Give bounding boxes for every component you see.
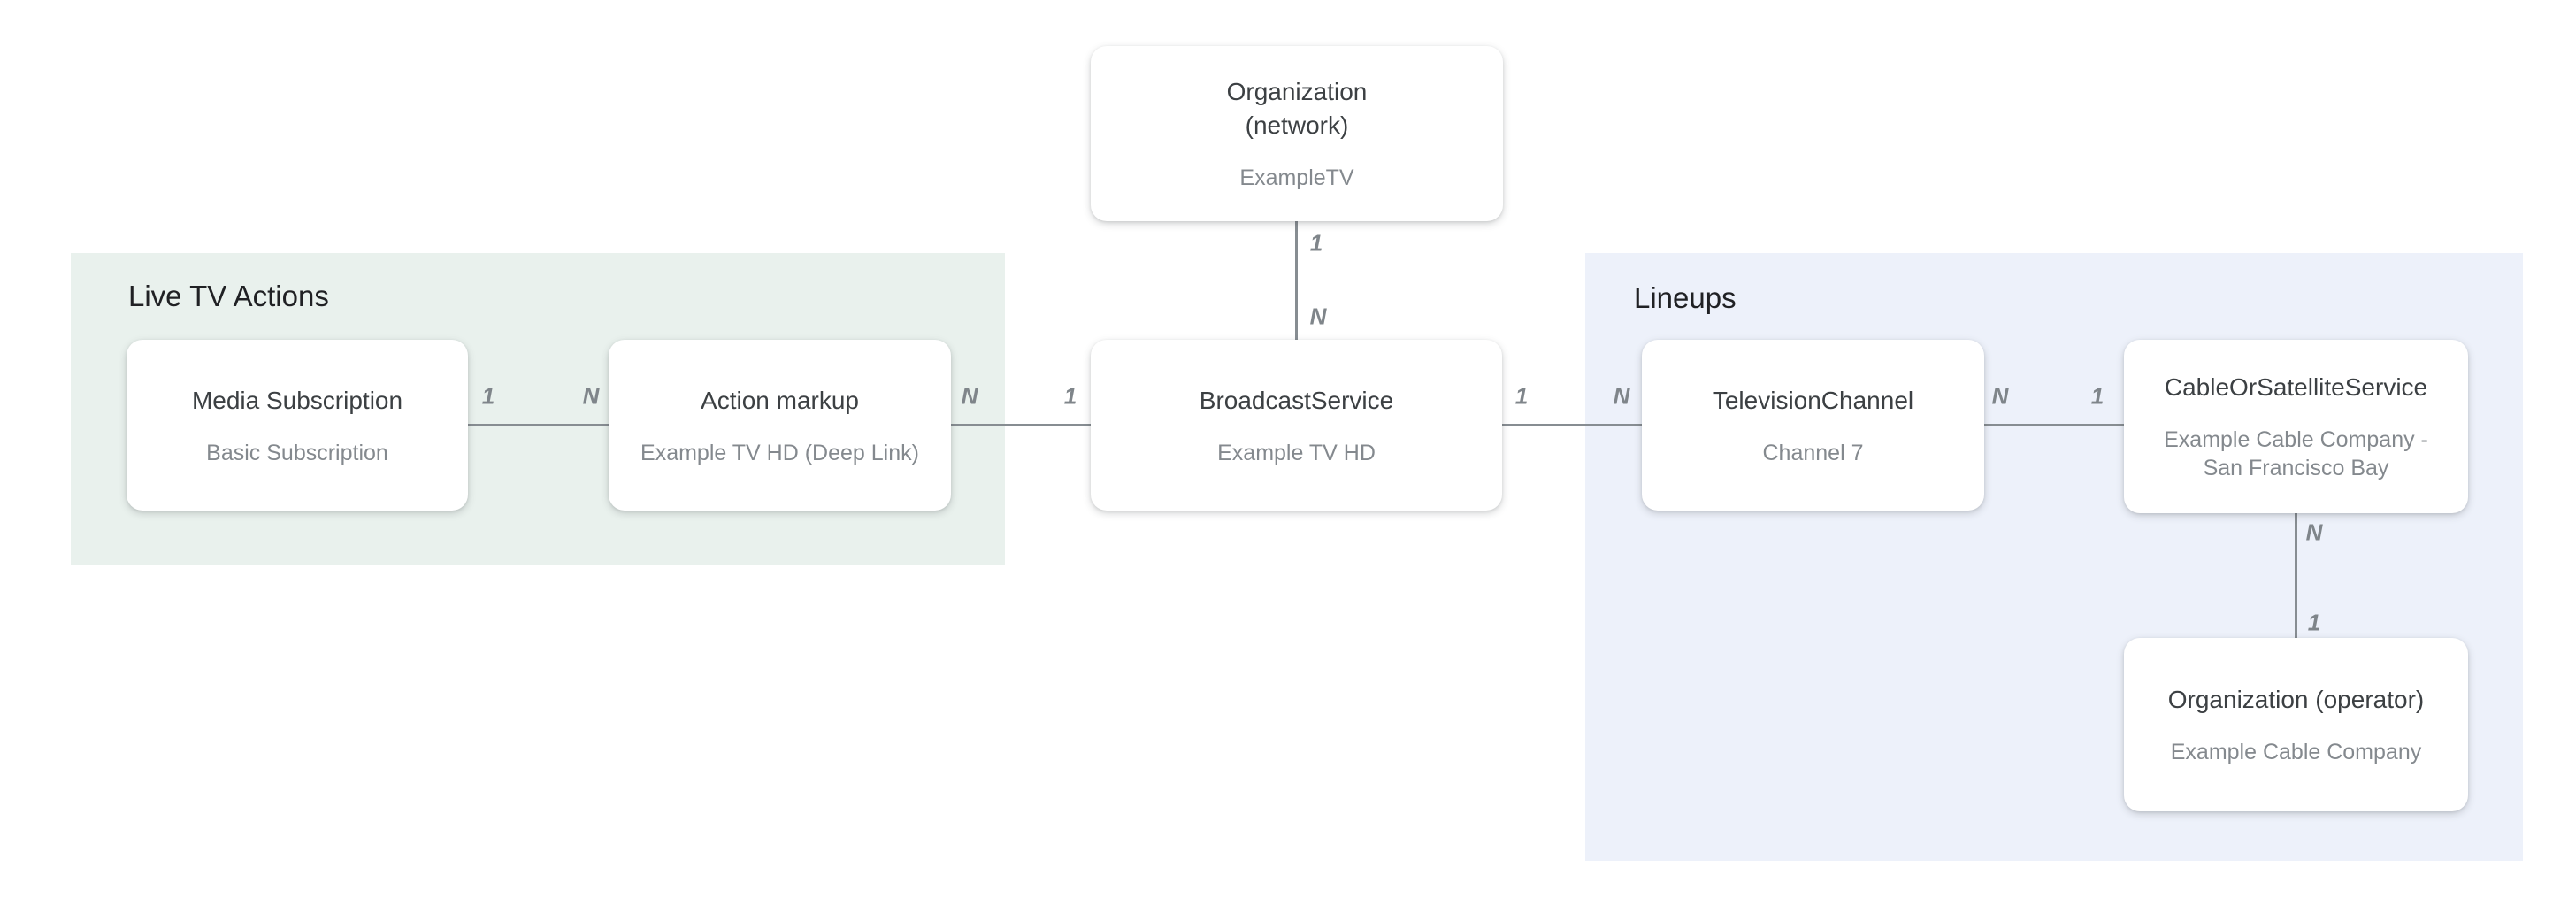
cardinality-label-broadcast-end: N <box>1613 382 1630 410</box>
cardinality-label-channel-start: N <box>1991 382 2009 410</box>
cardinality-label-cable-start: N <box>2305 518 2323 546</box>
node-media-subscription: Media Subscription Basic Subscription <box>126 340 468 511</box>
cardinality-label-broadcast-start: 1 <box>1514 382 1529 410</box>
node-subtitle: Example TV HD (Deep Link) <box>640 440 919 465</box>
node-title: Media Subscription <box>191 386 403 414</box>
node-title: Organization (operator) <box>2167 686 2425 713</box>
section-title-live-tv-actions: Live TV Actions <box>128 280 329 312</box>
node-title: TelevisionChannel <box>1712 386 1914 414</box>
connector-media-to-action <box>467 424 610 426</box>
node-subtitle: ExampleTV <box>1239 165 1354 190</box>
section-title-lineups: Lineups <box>1634 281 1736 314</box>
connector-broadcast-to-channel <box>1501 424 1644 426</box>
node-title-line1: Organization <box>1226 78 1368 105</box>
node-subtitle: Example Cable Company <box>2170 740 2422 764</box>
cardinality-label-network-start: 1 <box>1309 229 1323 257</box>
cardinality-label-action-start: N <box>961 382 978 410</box>
cardinality-label-media-end: N <box>582 382 600 410</box>
node-television-channel: TelevisionChannel Channel 7 <box>1642 340 1984 511</box>
node-title: Action markup <box>701 386 859 414</box>
node-action-markup: Action markup Example TV HD (Deep Link) <box>609 340 951 511</box>
cardinality-label-cable-end: 1 <box>2307 609 2321 636</box>
node-title: CableOrSatelliteService <box>2164 373 2428 401</box>
node-organization-operator: Organization (operator) Example Cable Co… <box>2124 638 2468 811</box>
node-title: Organization (network) <box>1227 75 1368 142</box>
node-subtitle: Basic Subscription <box>206 440 388 465</box>
node-broadcast-service: BroadcastService Example TV HD <box>1091 340 1502 511</box>
cardinality-label-network-end: N <box>1309 303 1327 330</box>
node-subtitle: Example TV HD <box>1217 440 1376 465</box>
connector-cable-to-operator <box>2295 512 2297 639</box>
node-title: BroadcastService <box>1199 386 1394 414</box>
cardinality-label-channel-end: 1 <box>2090 382 2104 410</box>
connector-channel-to-cable <box>1983 424 2124 426</box>
connector-action-to-broadcast <box>950 424 1092 426</box>
node-title-line2: (network) <box>1245 111 1349 139</box>
connector-network-to-broadcast <box>1295 220 1298 341</box>
node-subtitle: Example Cable Company - San Francisco Ba… <box>2164 427 2428 480</box>
node-subtitle: Channel 7 <box>1762 440 1864 465</box>
cardinality-label-action-end: 1 <box>1063 382 1077 410</box>
node-organization-network: Organization (network) ExampleTV <box>1091 46 1503 221</box>
node-cable-or-satellite-service: CableOrSatelliteService Example Cable Co… <box>2124 340 2468 513</box>
cardinality-label-media-start: 1 <box>481 382 495 410</box>
